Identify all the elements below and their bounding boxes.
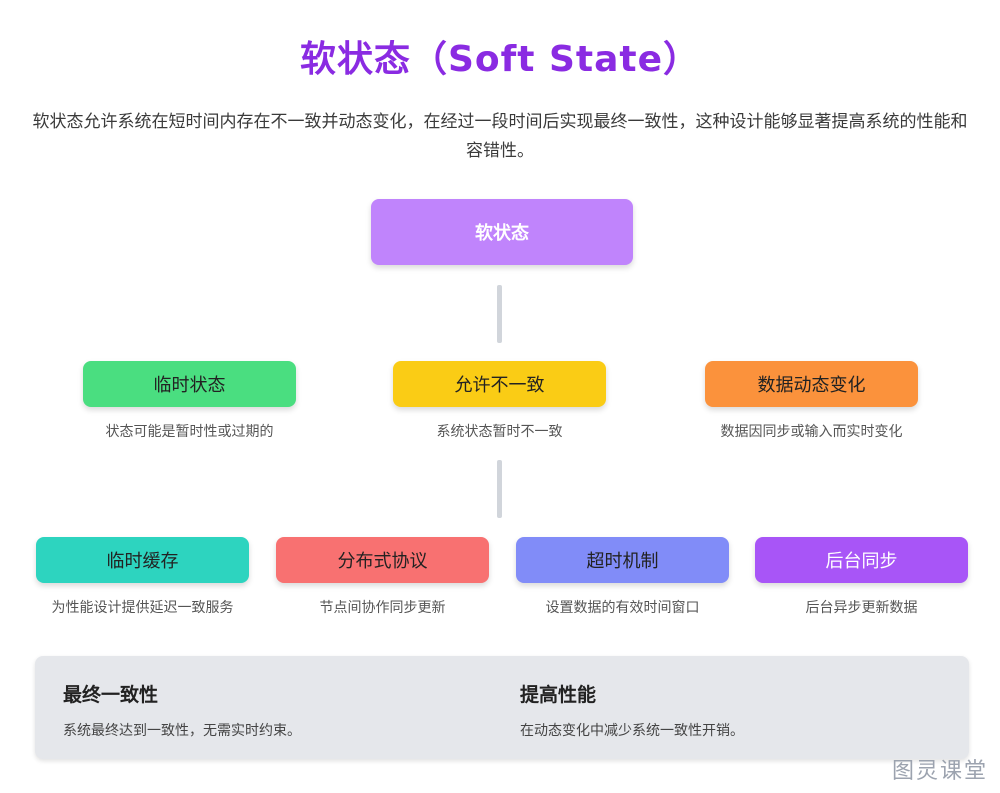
node-data-dynamic-change-desc: 数据因同步或输入而实时变化 xyxy=(720,424,903,440)
node-distributed-protocol-desc: 节点间协作同步更新 xyxy=(319,600,446,616)
node-temporary-state: 临时状态 xyxy=(83,361,296,407)
panel-heading-eventual-consistency: 最终一致性 xyxy=(63,684,159,706)
node-data-dynamic-change: 数据动态变化 xyxy=(705,361,918,407)
page-title: 软状态（Soft State） xyxy=(299,39,701,80)
node-timeout-mechanism-desc: 设置数据的有效时间窗口 xyxy=(545,600,700,616)
root-node: 软状态 xyxy=(371,199,633,265)
connector-level1-level2 xyxy=(497,460,502,518)
panel-text-improve-performance: 在动态变化中减少系统一致性开销。 xyxy=(520,723,744,739)
node-allow-inconsistency-desc: 系统状态暂时不一致 xyxy=(436,424,563,440)
node-background-sync: 后台同步 xyxy=(755,537,968,583)
node-allow-inconsistency: 允许不一致 xyxy=(393,361,606,407)
node-temporary-state-desc: 状态可能是暂时性或过期的 xyxy=(105,424,274,440)
panel-heading-improve-performance: 提高性能 xyxy=(520,684,597,706)
connector-root-level1 xyxy=(497,285,502,343)
panel-text-eventual-consistency: 系统最终达到一致性，无需实时约束。 xyxy=(63,723,301,739)
node-distributed-protocol: 分布式协议 xyxy=(276,537,489,583)
watermark: 图灵课堂 xyxy=(891,759,988,784)
node-background-sync-desc: 后台异步更新数据 xyxy=(805,600,918,616)
node-timeout-mechanism: 超时机制 xyxy=(516,537,729,583)
summary-panel: 最终一致性 系统最终达到一致性，无需实时约束。 提高性能 在动态变化中减少系统一… xyxy=(35,656,969,759)
node-temporary-cache: 临时缓存 xyxy=(36,537,249,583)
node-temporary-cache-desc: 为性能设计提供延迟一致服务 xyxy=(51,600,234,616)
page-description: 软状态允许系统在短时间内存在不一致并动态变化，在经过一段时间后实现最终一致性，这… xyxy=(32,112,968,161)
